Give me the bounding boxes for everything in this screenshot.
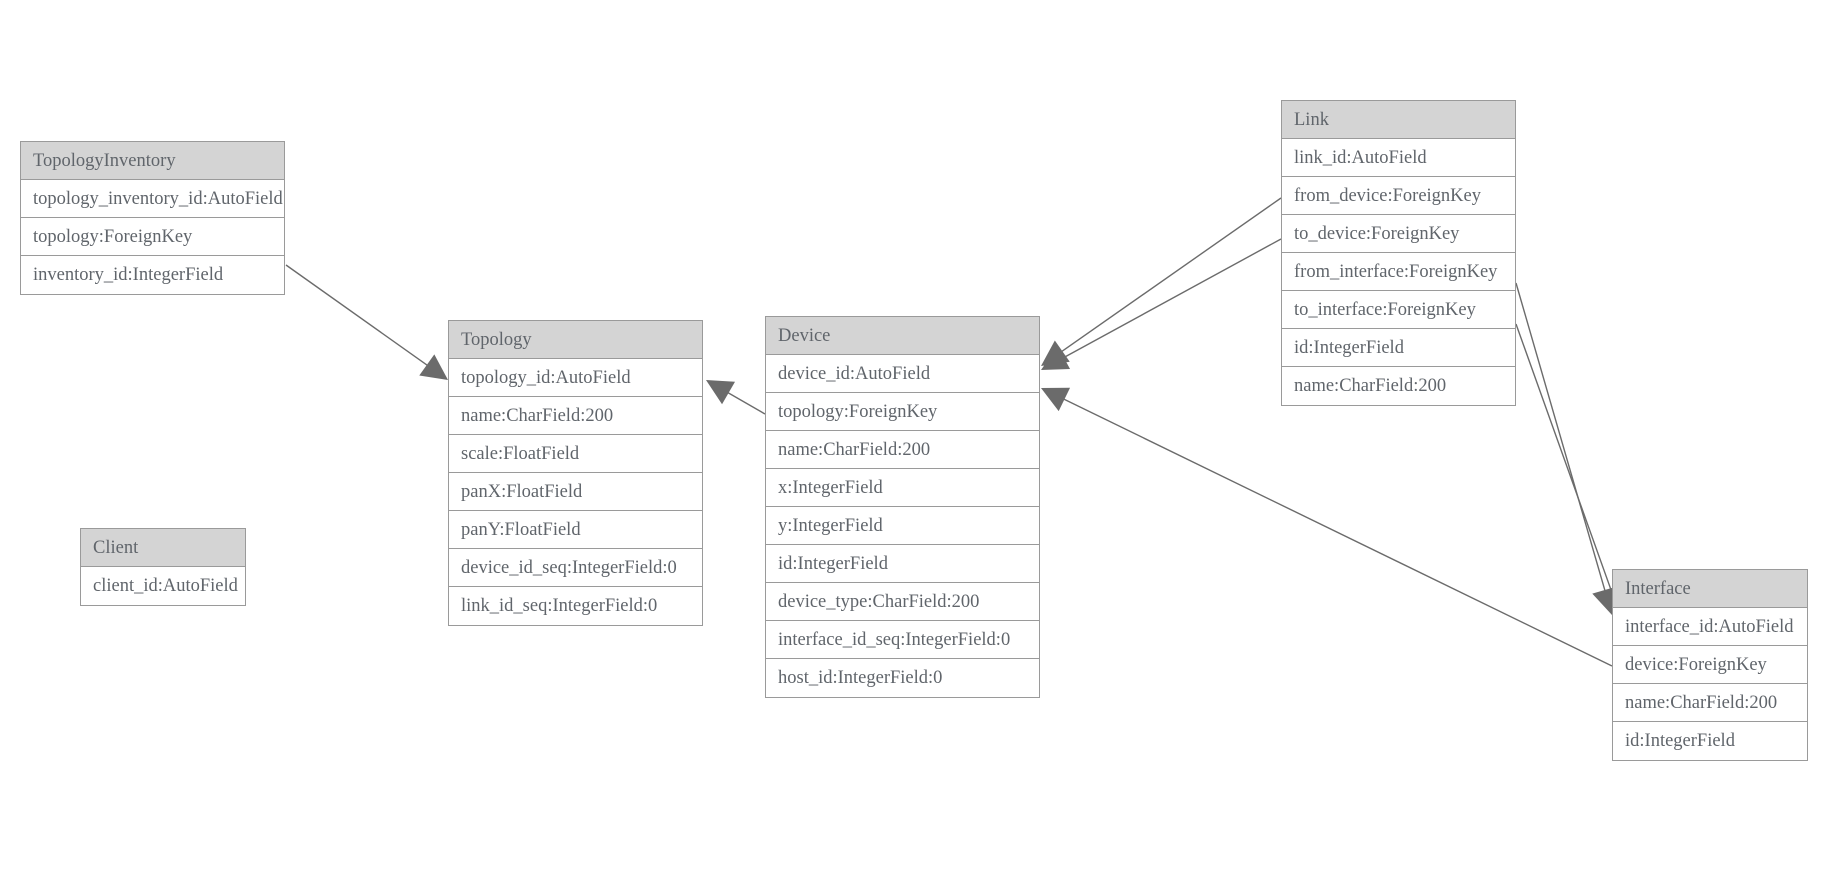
entity-field-row[interactable]: id:IntegerField (1625, 731, 1735, 751)
entity-field-row[interactable]: inventory_id:IntegerField (33, 265, 224, 285)
relationship-edge[interactable] (285, 264, 448, 380)
entity-field-row[interactable]: scale:FloatField (449, 435, 702, 473)
entity-field-row[interactable]: topology_inventory_id:AutoField (21, 180, 284, 218)
entity-field-row[interactable]: device_type:CharField:200 (766, 583, 1039, 621)
entity-field-row[interactable]: device_id:AutoField (766, 355, 1039, 393)
entity-field-row[interactable]: id:IntegerField (766, 545, 1039, 583)
relationship-edge[interactable] (1515, 282, 1618, 615)
relationship-line (1056, 238, 1282, 362)
relationship-arrowhead-icon (706, 380, 736, 405)
entity-field-row[interactable]: link_id_seq:IntegerField:0 (461, 596, 658, 616)
entity-field-row[interactable]: name:CharField:200 (1613, 684, 1807, 722)
entity-field-row[interactable]: y:IntegerField (766, 507, 1039, 545)
relationship-arrowhead-icon (1041, 340, 1070, 366)
relationship-edge[interactable] (1041, 238, 1282, 370)
entity-field-row[interactable]: client_id:AutoField (93, 576, 238, 596)
entity-field-row[interactable]: to_device:ForeignKey (1282, 215, 1515, 253)
entity-field-row[interactable]: panY:FloatField (449, 511, 702, 549)
relationship-edge[interactable] (706, 380, 766, 415)
relationship-line (1055, 197, 1282, 357)
entity-field-row[interactable]: x:IntegerField (766, 469, 1039, 507)
entity-field-row[interactable]: id:IntegerField (1282, 329, 1515, 367)
relationship-line (1515, 323, 1615, 599)
entity-field-row[interactable]: topology:ForeignKey (21, 218, 284, 256)
entity-field-row[interactable]: name:CharField:200 (766, 431, 1039, 469)
entity-header-client: Client (81, 529, 245, 567)
relationship-edge[interactable] (1041, 387, 1613, 667)
entity-field-row[interactable]: device:ForeignKey (1613, 646, 1807, 684)
entity-field-row[interactable]: interface_id:AutoField (1613, 608, 1807, 646)
entity-field-row[interactable]: link_id:AutoField (1282, 139, 1515, 177)
relationship-edge[interactable] (1041, 197, 1282, 366)
relationship-edge[interactable] (1515, 323, 1624, 615)
entity-header-link: Link (1282, 101, 1515, 139)
entity-field-row[interactable]: topology_id:AutoField (449, 359, 702, 397)
relationship-arrowhead-icon (419, 354, 448, 380)
relationship-line (721, 388, 766, 415)
entity-field-row[interactable]: device_id_seq:IntegerField:0 (449, 549, 702, 587)
entity-header-topology: Topology (449, 321, 702, 359)
entity-header-device: Device (766, 317, 1039, 355)
relationship-line (1515, 282, 1608, 598)
relationship-line (285, 264, 434, 371)
entity-field-row[interactable]: from_interface:ForeignKey (1282, 253, 1515, 291)
entity-header-topology_inventory: TopologyInventory (21, 142, 284, 180)
relationship-arrowhead-icon (1041, 346, 1071, 370)
relationship-arrowhead-icon (1041, 387, 1071, 412)
entity-field-row[interactable]: to_interface:ForeignKey (1282, 291, 1515, 329)
entity-field-row[interactable]: from_device:ForeignKey (1282, 177, 1515, 215)
entity-field-row[interactable]: interface_id_seq:IntegerField:0 (766, 621, 1039, 659)
entity-field-row[interactable]: host_id:IntegerField:0 (778, 668, 943, 688)
entity-field-row[interactable]: panX:FloatField (449, 473, 702, 511)
entity-field-row[interactable]: topology:ForeignKey (766, 393, 1039, 431)
entity-field-row[interactable]: name:CharField:200 (1294, 376, 1447, 396)
entity-box-client[interactable]: Client client_id:AutoField (80, 528, 246, 606)
entity-field-row[interactable]: name:CharField:200 (449, 397, 702, 435)
relationship-line (1056, 395, 1613, 667)
entity-header-interface: Interface (1613, 570, 1807, 608)
